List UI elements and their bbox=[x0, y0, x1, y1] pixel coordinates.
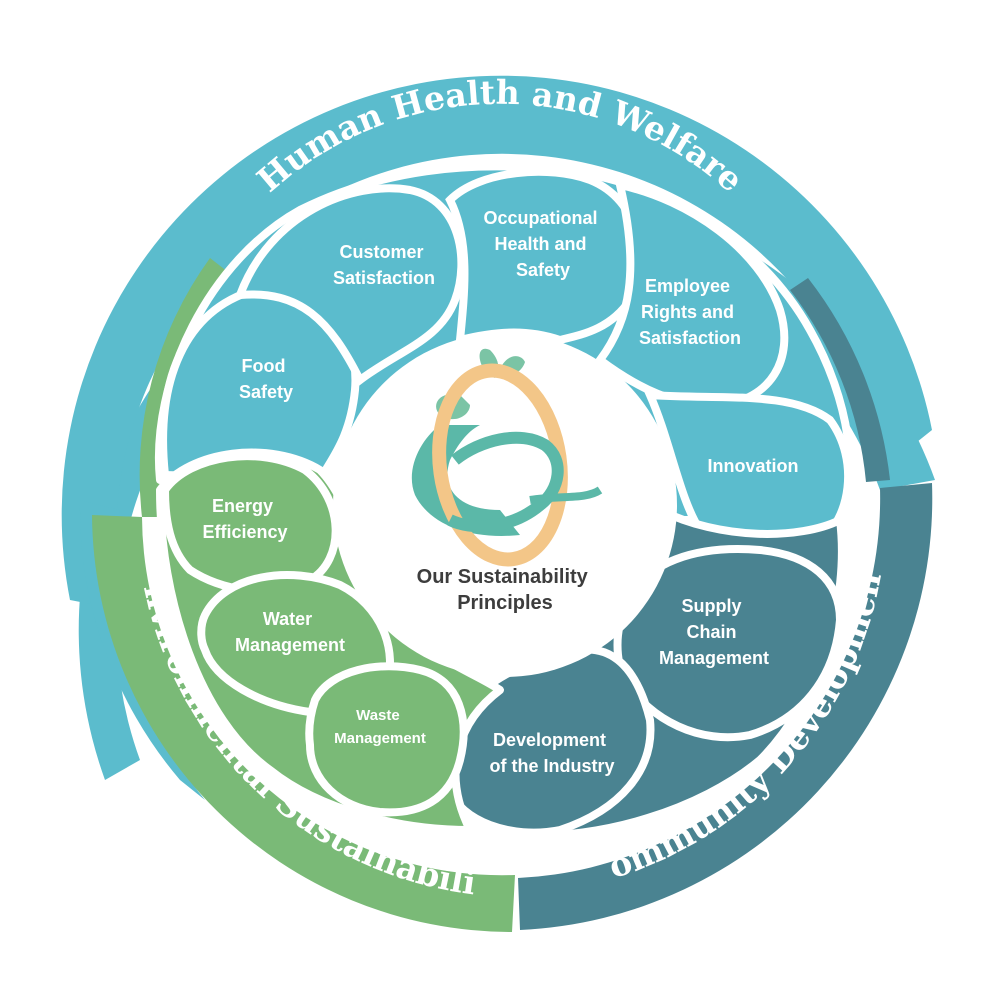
label-customer-satisfaction: Customer Satisfaction bbox=[333, 242, 435, 288]
petal-occupational-health[interactable] bbox=[445, 167, 644, 346]
label-supply-chain: Supply Chain Management bbox=[659, 596, 769, 668]
label-innovation: Innovation bbox=[708, 456, 799, 476]
label-development-industry: Development of the Industry bbox=[490, 730, 615, 776]
petal-waste-management[interactable] bbox=[305, 662, 468, 817]
center-circle bbox=[333, 333, 677, 677]
label-water-management: Water Management bbox=[235, 609, 345, 655]
community-ring-thin bbox=[790, 278, 890, 482]
label-waste-management: Waste Management bbox=[334, 707, 426, 747]
center-title: Our Sustainability Principles bbox=[417, 566, 594, 614]
logo-icon bbox=[411, 348, 603, 567]
label-employee-rights: Employee Rights and Satisfaction bbox=[639, 276, 741, 348]
environment-ring-band bbox=[92, 515, 515, 932]
label-occupational-health: Occupational Health and Safety bbox=[483, 208, 602, 280]
label-food-safety: Food Safety bbox=[239, 356, 293, 402]
community-ring-band bbox=[518, 483, 933, 930]
label-energy-efficiency: Energy Efficiency bbox=[202, 496, 287, 542]
human-health-ring-top bbox=[61, 75, 932, 610]
petal-customer-satisfaction[interactable] bbox=[234, 184, 466, 387]
